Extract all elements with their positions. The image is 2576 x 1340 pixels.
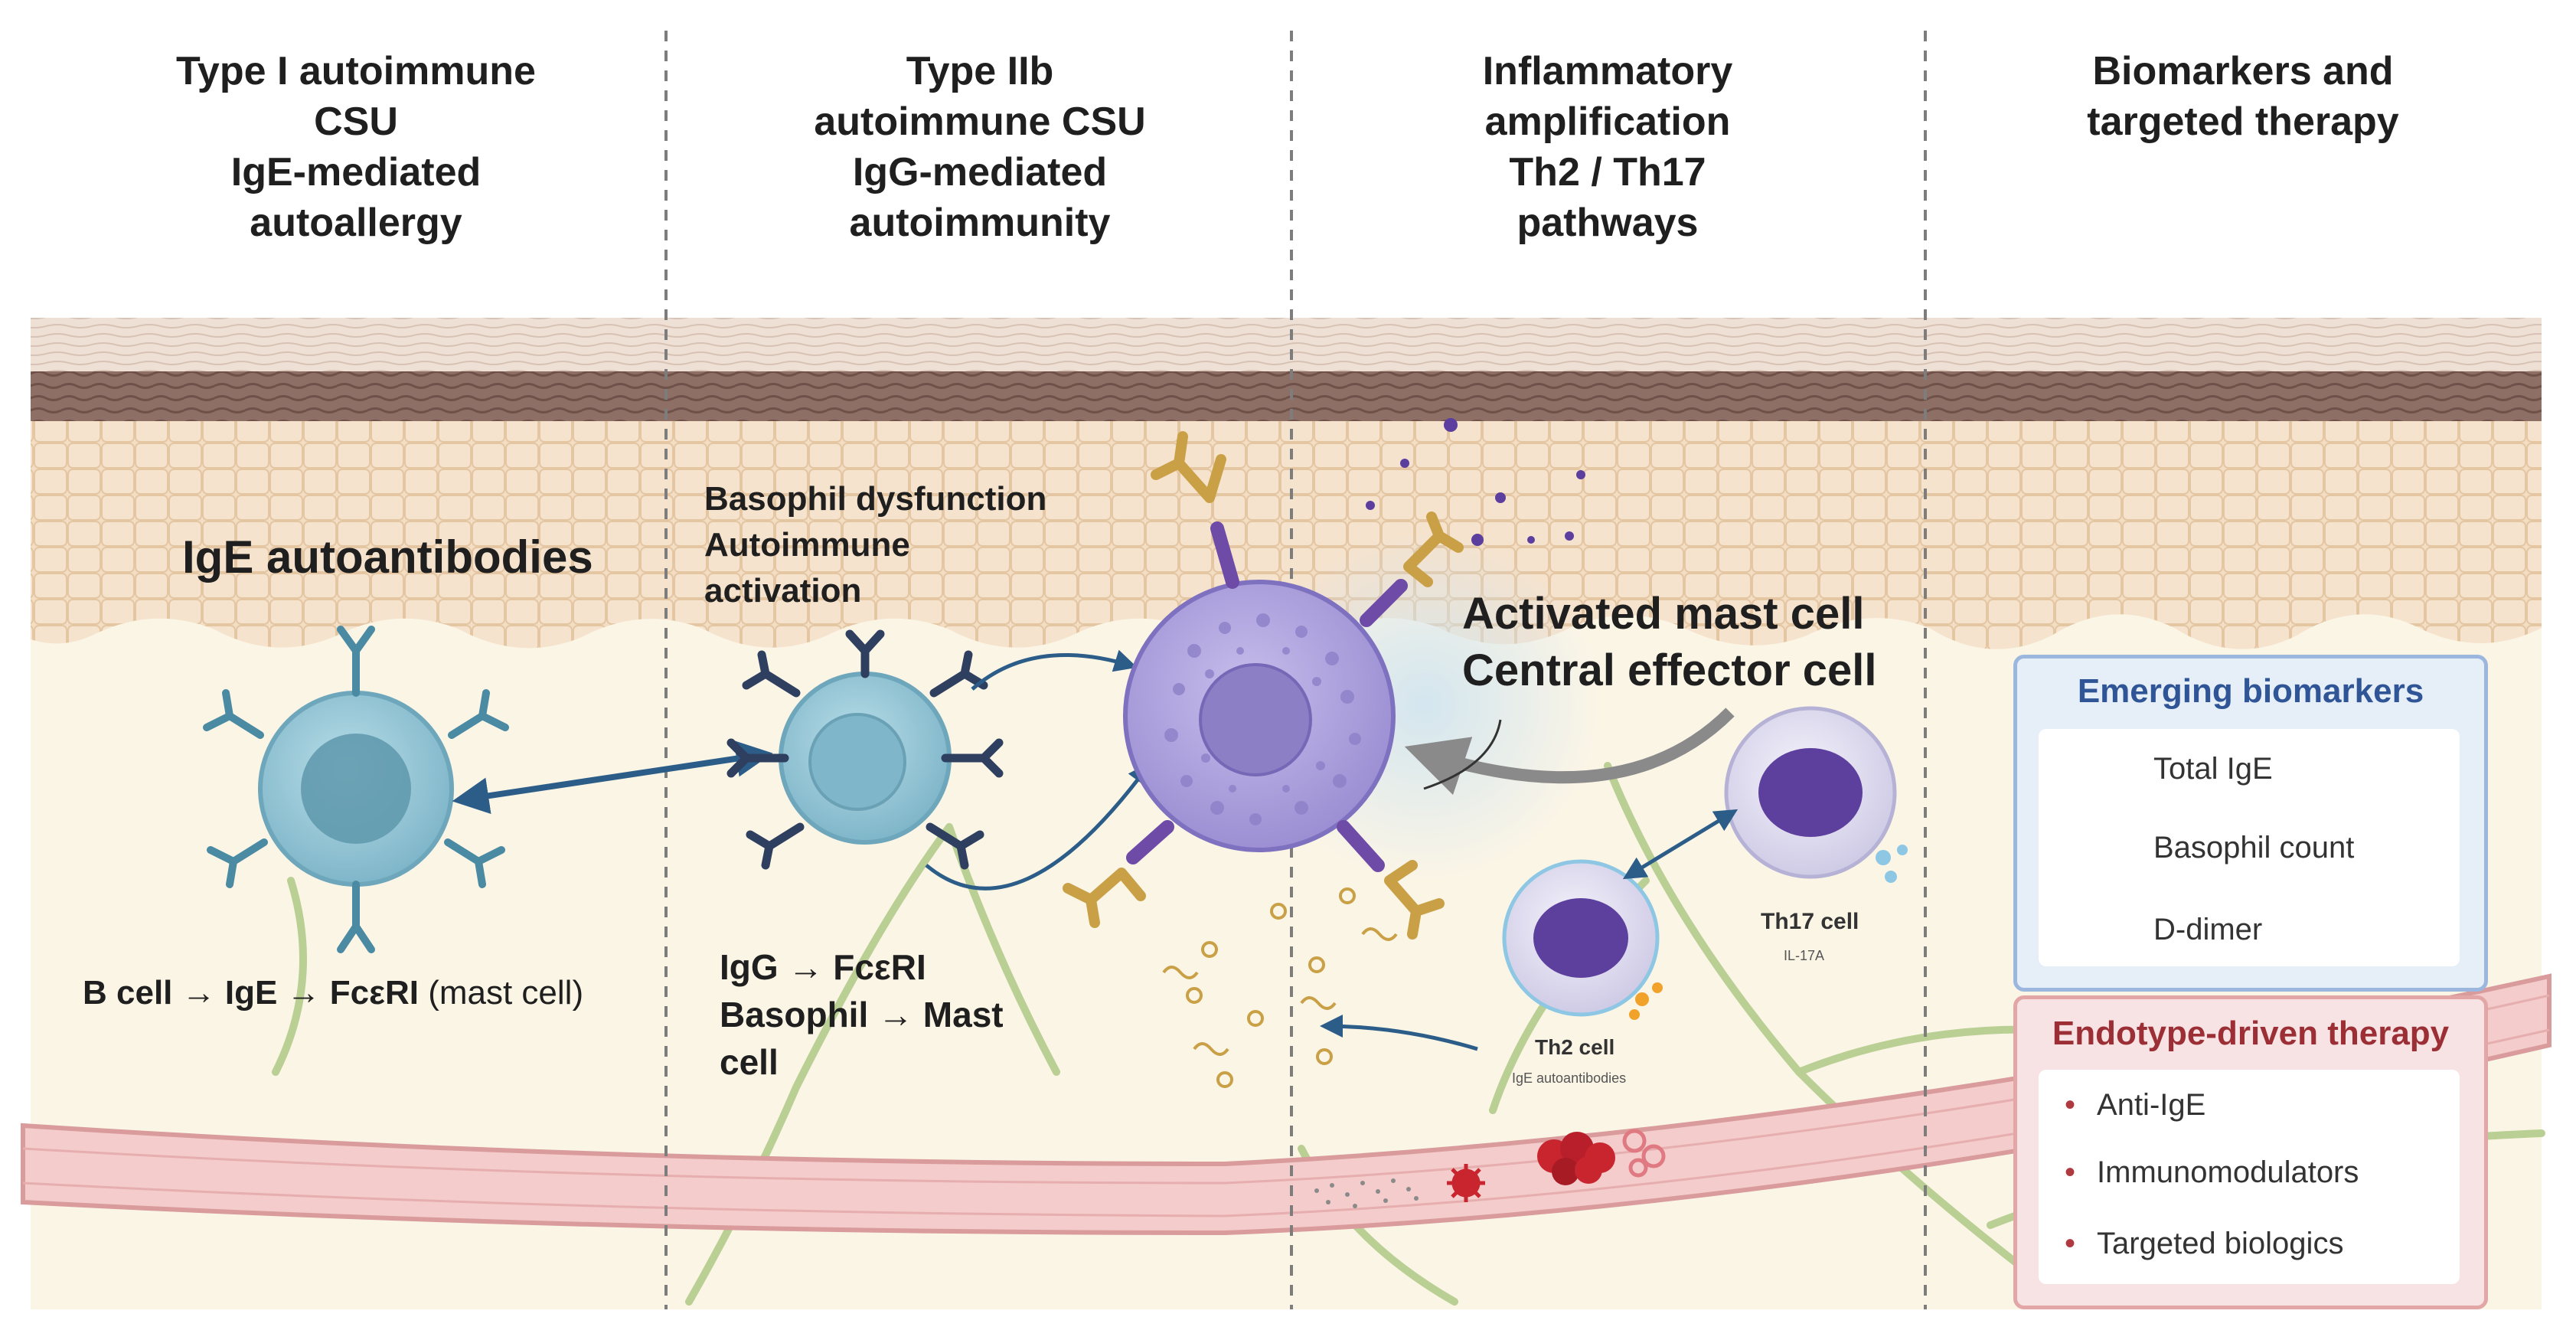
mast-cell-title: Activated mast cell Central effector cel… [1462,586,1877,699]
th17-cell [1724,706,1908,883]
basophil-cell [726,629,1004,870]
ige-autoantibodies-title: IgE autoantibodies [182,531,593,583]
mediator-granules [1366,418,1585,546]
epidermis-layer [31,421,2542,649]
biomarkers-box: Emerging biomarkers Total IgE Basophil c… [2013,655,2488,992]
fibrin-dots [1314,1178,1419,1208]
basophil-title-line3: activation [704,572,862,610]
basal-band [31,371,2542,421]
type1-pathway-normal: (mast cell) [418,974,584,1012]
bidirectional-arrow [452,740,773,815]
biomarkers-list: Total IgE Basophil count D-dimer [2039,729,2460,966]
activated-platelet [1447,1164,1485,1202]
basophil-title-line2: Autoimmune [704,526,910,564]
biomarker-label: Total IgE [2153,752,2273,786]
type2b-pathway: IgG → FcεRI Basophil → Mast cell [720,943,1004,1086]
th17-label: Th17 cell [1761,909,1859,934]
type1-pathway-bold: B cell → IgE → FcεRI [83,974,419,1012]
basophil-title-line1: Basophil dysfunction [704,480,1047,518]
therapy-list: • Anti-IgE • Immunomodulators • Targeted… [2039,1070,2460,1284]
th17-sublabel: IL-17A [1784,948,1825,963]
biomarker-label: D-dimer [2153,913,2263,946]
biomarker-label: Basophil count [2153,831,2355,864]
mast-cell-title-line1: Activated mast cell [1462,589,1865,639]
mast-cell [1063,431,1464,940]
therapy-label: Anti-IgE [2097,1088,2206,1122]
therapy-item: • Anti-IgE [2065,1088,2205,1123]
biomarkers-title: Emerging biomarkers [2077,672,2424,710]
therapy-title: Endotype-driven therapy [2052,1015,2450,1052]
biomarker-item: D-dimer [2153,913,2262,947]
bullet-icon: • [2065,1155,2076,1189]
therapy-item: • Targeted biologics [2065,1227,2343,1261]
column-header-biomarkers: Biomarkers and targeted therapy [2087,49,2399,144]
blood-vessel [21,973,2552,1236]
column-header-type1: Type I autoimmune CSU IgE-mediated autoa… [176,49,536,245]
column-header-inflammatory: Inflammatory amplification Th2 / Th17 pa… [1482,49,1733,245]
platelet-aggregate [1537,1129,1666,1185]
b-cell [203,626,509,953]
column-header-type2b: Type IIb autoimmune CSU IgG-mediated aut… [814,49,1146,245]
type2b-pathway-line3: cell [720,1042,779,1082]
therapy-item: • Immunomodulators [2065,1155,2359,1190]
th2-sublabel: IgE autoantibodies [1512,1070,1627,1086]
type1-pathway: B cell → IgE → FcεRI (mast cell) [83,974,583,1012]
mast-cell-title-line2: Central effector cell [1462,645,1877,695]
bullet-icon: • [2065,1088,2076,1122]
type2b-pathway-line1: IgG → FcεRI [720,947,926,987]
stratum-corneum [31,318,2542,375]
type2b-pathway-line2: Basophil → Mast [720,995,1004,1034]
biomarker-item: Total IgE [2153,752,2273,786]
bullet-icon: • [2065,1227,2076,1260]
biomarker-item: Basophil count [2153,831,2354,865]
therapy-box: Endotype-driven therapy • Anti-IgE • Imm… [2013,995,2488,1309]
basophil-title: Basophil dysfunction Autoimmune activati… [704,476,1046,614]
therapy-label: Immunomodulators [2097,1155,2359,1189]
th2-label: Th2 cell [1535,1035,1615,1059]
released-mediators [1162,887,1398,1088]
th2-cell [1502,859,1663,1020]
therapy-label: Targeted biologics [2097,1227,2344,1260]
